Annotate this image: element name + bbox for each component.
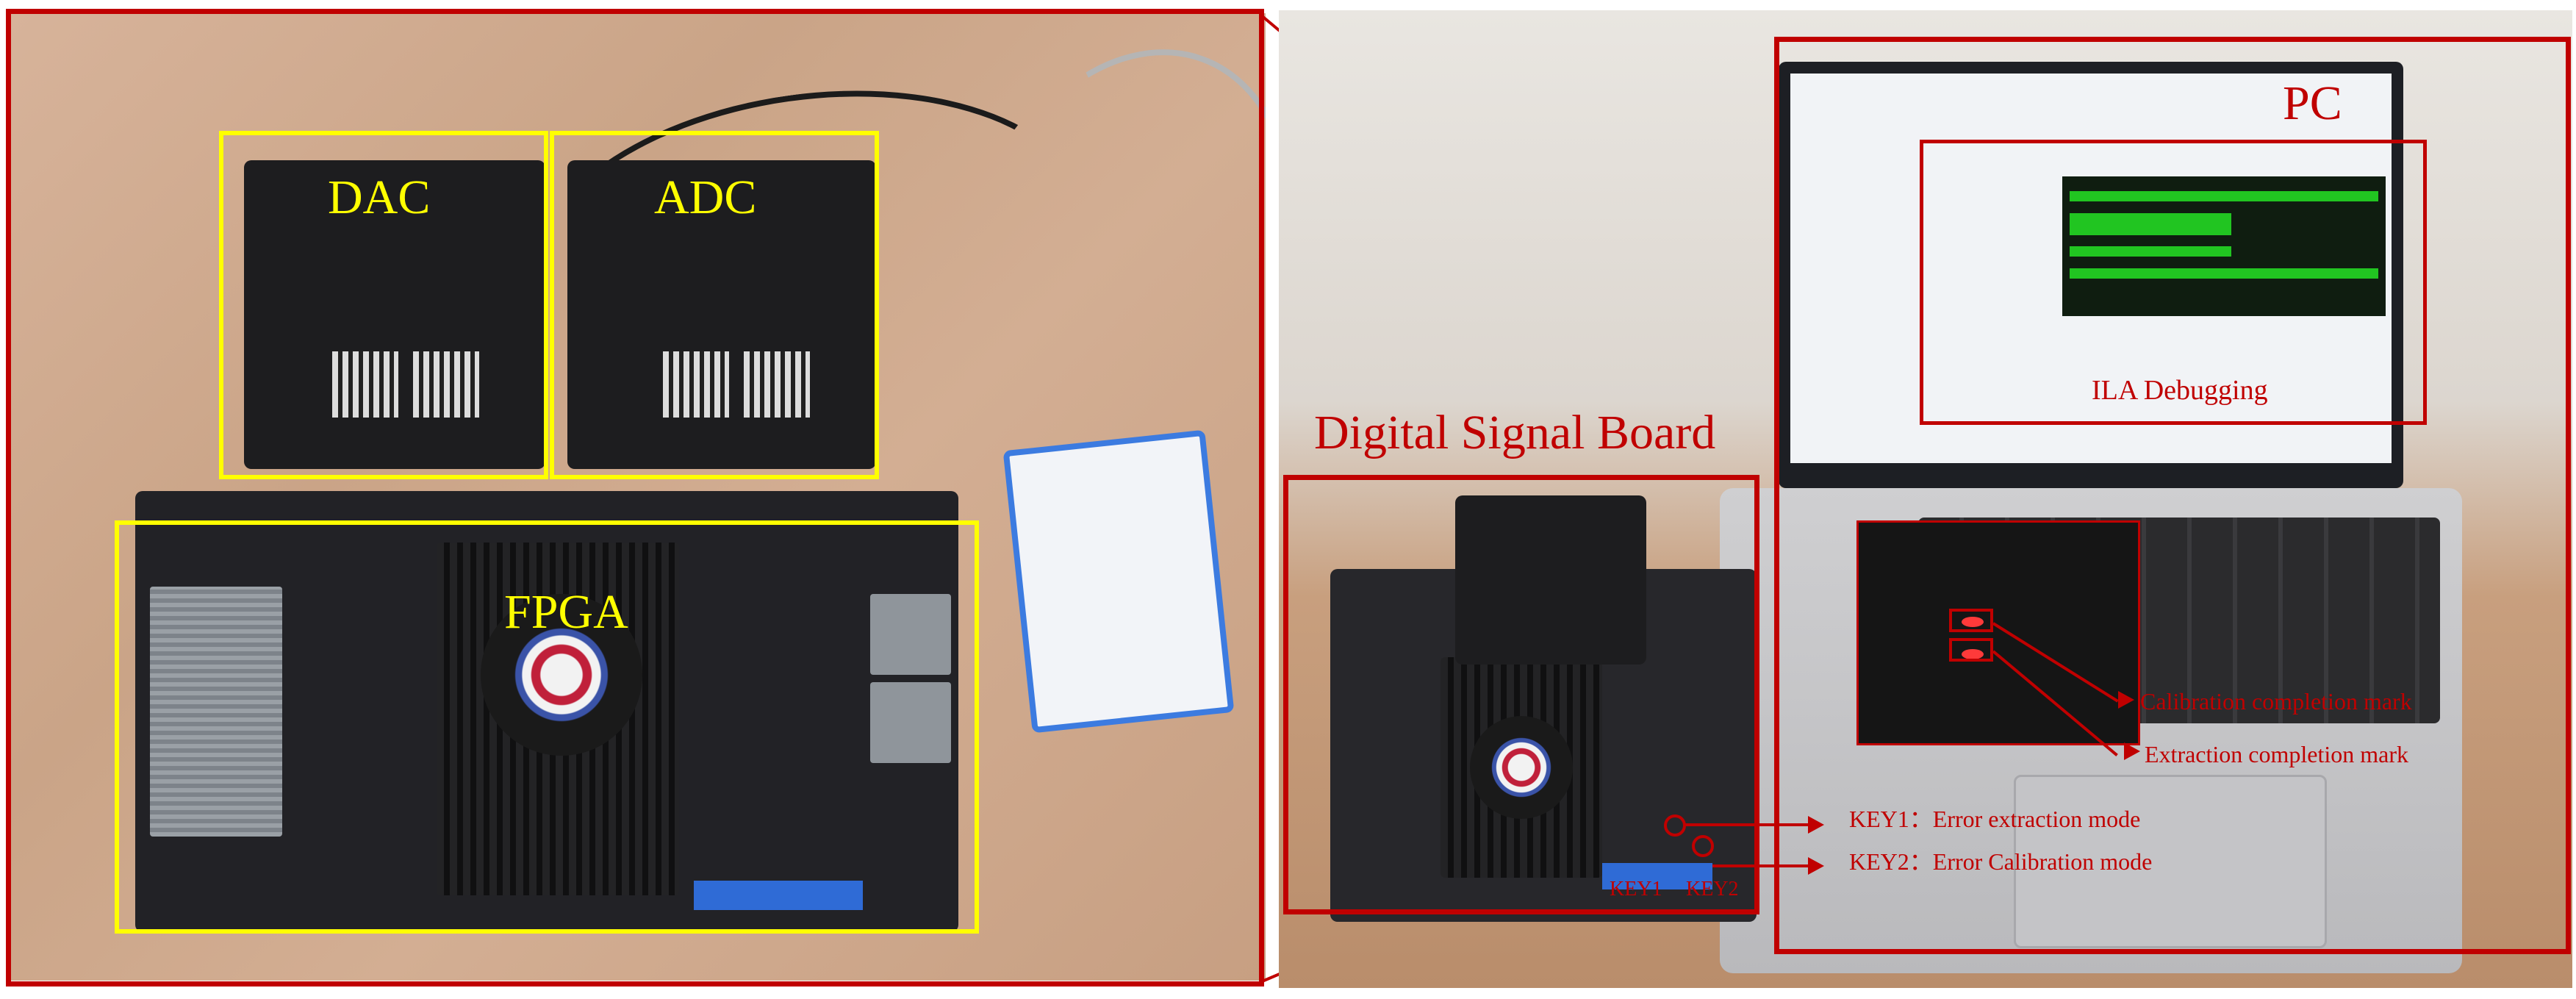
calibration-completion-label: Calibration completion mark: [2140, 688, 2412, 715]
laptop-screen: [1779, 62, 2403, 488]
ila-frame: [1920, 140, 2427, 425]
dac-highlight-box: [219, 131, 548, 479]
trackpad: [2014, 775, 2327, 948]
qr-code: [663, 351, 729, 418]
ila-waveform: [2062, 176, 2386, 316]
extraction-led-box: [1949, 638, 1993, 662]
waveform-trace: [2070, 213, 2231, 235]
key2-label: KEY2: [1686, 878, 1739, 900]
sfp-cage: [150, 587, 282, 837]
right-photo-frame: [1283, 475, 1759, 914]
arrow-head-icon: [2118, 691, 2134, 709]
key1-label: KEY1: [1610, 878, 1662, 900]
cooling-fan: [481, 594, 642, 756]
adc-highlight-box: [550, 131, 879, 479]
key2-arrow-line: [1712, 864, 1811, 867]
adc-daughter-board: [1455, 495, 1646, 665]
digital-signal-board-label: Digital Signal Board: [1314, 406, 1716, 459]
rj45-port: [870, 594, 951, 675]
key1-circle: [1664, 814, 1686, 837]
key2-mode-label: KEY2：Error Calibration mode: [1849, 848, 2153, 875]
adc-label: ADC: [654, 171, 757, 224]
adc-board: [567, 160, 876, 469]
qr-code: [744, 351, 810, 418]
fpga-label: FPGA: [504, 585, 628, 639]
calibration-led: [1962, 617, 1984, 627]
waveform-trace: [2070, 246, 2231, 257]
extraction-led: [1962, 649, 1984, 659]
arrow-head-icon: [2124, 742, 2140, 760]
ila-debugging-label: ILA Debugging: [2092, 375, 2268, 406]
fpga-highlight-box: [115, 520, 979, 934]
dac-label: DAC: [328, 171, 431, 224]
left-photo-frame: [6, 9, 1264, 987]
led-zoom-inset: [1856, 520, 2140, 745]
fpga-carrier-board: [135, 491, 958, 932]
key2-circle: [1692, 835, 1714, 857]
arrow-head-icon: [1808, 857, 1824, 875]
vivado-window: [1790, 74, 2392, 463]
calibration-led-box: [1949, 609, 1993, 632]
arrow-head-icon: [1808, 816, 1824, 834]
pc-frame: [1774, 37, 2571, 954]
qr-code: [413, 351, 479, 418]
terminal-block: [1602, 863, 1712, 889]
waveform-trace: [2070, 191, 2378, 201]
pc-label: PC: [2283, 76, 2342, 130]
left-hardware-photo: DAC ADC FPGA: [10, 13, 1266, 981]
terminal-block: [694, 881, 863, 910]
right-setup-photo: [1279, 10, 2572, 988]
dac-board: [244, 160, 545, 469]
qr-code: [332, 351, 398, 418]
waveform-trace: [2070, 268, 2378, 279]
extraction-completion-label: Extraction completion mark: [2145, 741, 2408, 767]
cooling-fan: [1470, 716, 1573, 819]
key1-mode-label: KEY1：Error extraction mode: [1849, 806, 2141, 832]
rj45-port: [870, 682, 951, 763]
key1-arrow-line: [1683, 823, 1808, 826]
